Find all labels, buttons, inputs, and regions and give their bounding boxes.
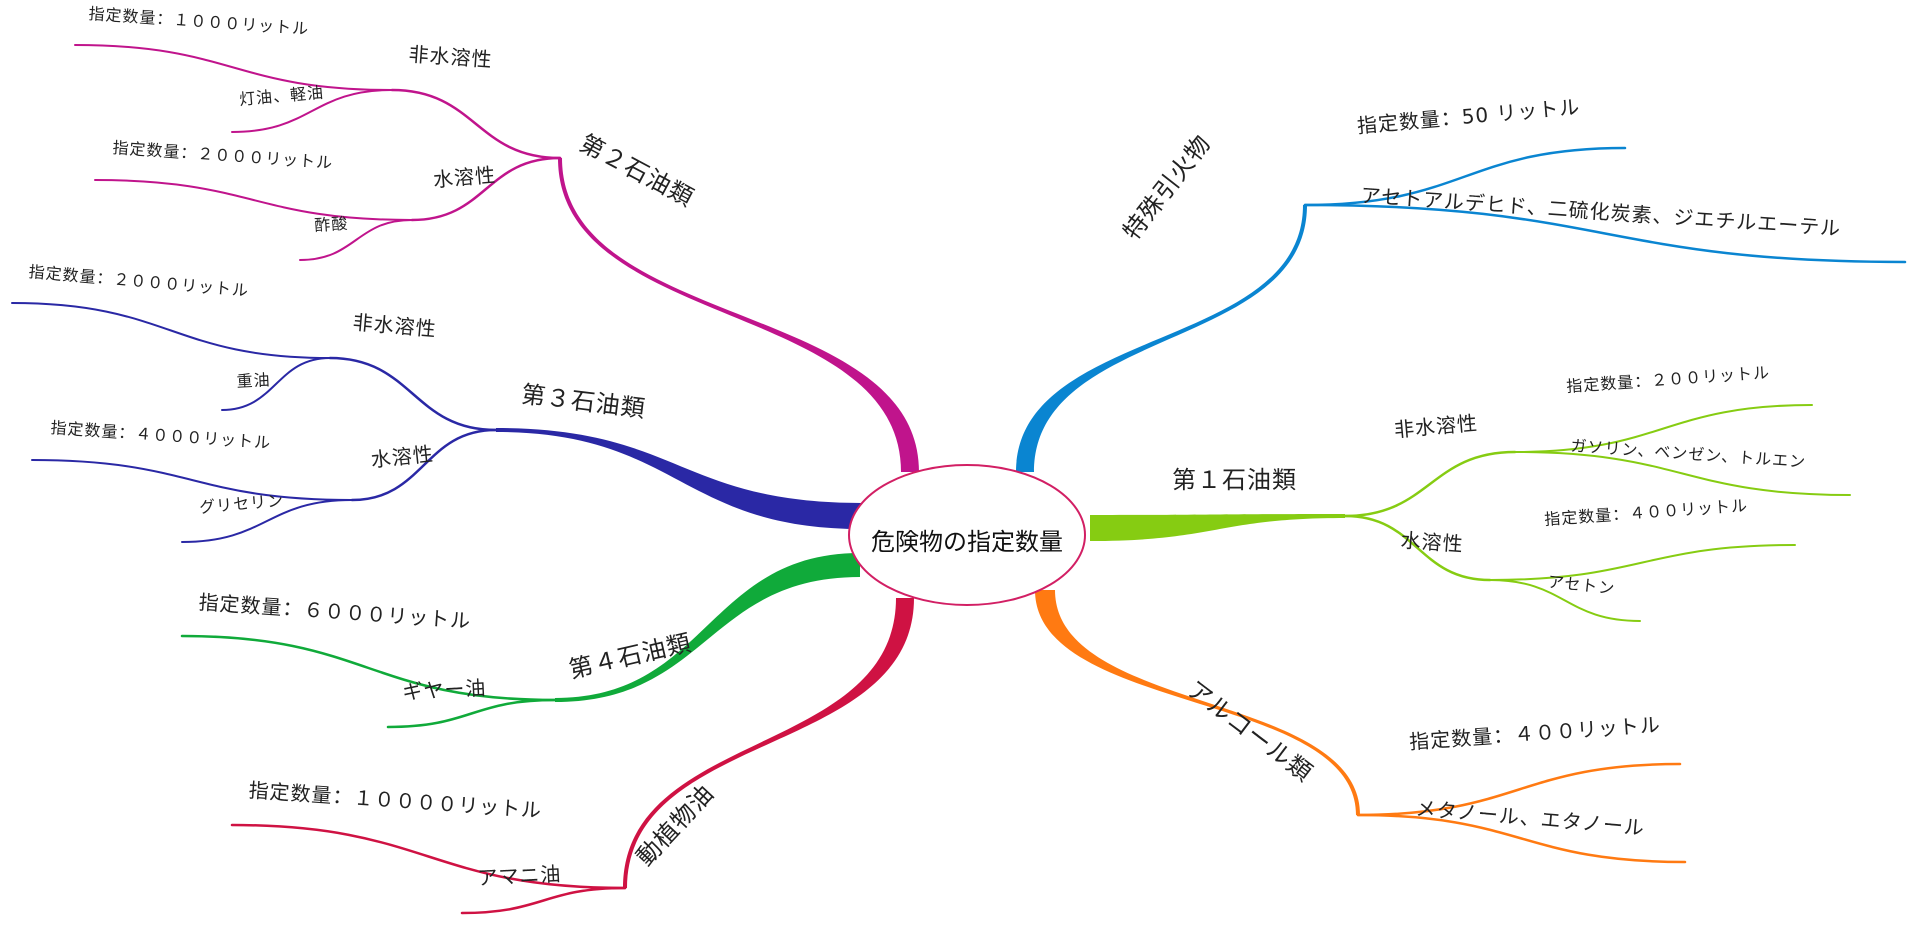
subtopic-label[interactable]: ギヤー油 xyxy=(401,675,487,704)
branch-topic-2[interactable]: 第１石油類 xyxy=(1172,466,1297,494)
subtopic-link xyxy=(410,156,562,222)
leaf-link xyxy=(31,459,353,501)
subtopic-link xyxy=(390,88,562,160)
leaf-label[interactable]: 酢酸 xyxy=(313,213,350,235)
branch-link-2 xyxy=(1090,514,1345,541)
subtopic-label[interactable]: 非水溶性 xyxy=(407,42,494,72)
subtopic-link xyxy=(350,428,498,502)
subtopic-label[interactable]: 水溶性 xyxy=(1399,528,1465,557)
leaf-link xyxy=(231,89,393,133)
leaf-link xyxy=(11,302,331,359)
subtopic-label[interactable]: 水溶性 xyxy=(432,162,497,192)
subtopic-link xyxy=(180,634,557,702)
subtopic-link xyxy=(328,356,498,432)
branch-link-1 xyxy=(1016,205,1307,472)
leaf-link xyxy=(181,499,353,543)
branch-link-4 xyxy=(623,598,914,888)
subtopic-link xyxy=(460,886,627,915)
leaf-link xyxy=(1489,544,1796,581)
central-topic[interactable] xyxy=(848,464,1086,606)
subtopic-link xyxy=(1356,813,1687,864)
branch-link-6 xyxy=(496,428,862,529)
subtopic-link xyxy=(1303,146,1627,207)
leaf-link xyxy=(299,219,413,261)
leaf-link xyxy=(94,179,413,221)
subtopic-link xyxy=(1303,203,1907,264)
central-topic-label[interactable]: 危険物の指定数量 xyxy=(871,528,1063,556)
branch-link-7 xyxy=(558,158,919,472)
leaf-link xyxy=(221,357,331,411)
leaf-link xyxy=(1514,404,1813,453)
leaf-link xyxy=(1514,451,1851,496)
branch-link-5 xyxy=(555,553,860,702)
subtopic-link xyxy=(1356,762,1682,817)
subtopic-label[interactable]: アマニ油 xyxy=(476,861,562,890)
subtopic-link xyxy=(230,823,627,890)
leaf-label[interactable]: 重油 xyxy=(236,370,272,391)
branch-link-3 xyxy=(1035,590,1360,815)
subtopic-link xyxy=(386,698,557,729)
subtopic-link xyxy=(1343,450,1517,518)
subtopic-link xyxy=(1343,514,1492,582)
leaf-link xyxy=(74,44,393,91)
leaf-link xyxy=(1489,579,1641,622)
subtopic-label[interactable]: 水溶性 xyxy=(369,441,435,472)
